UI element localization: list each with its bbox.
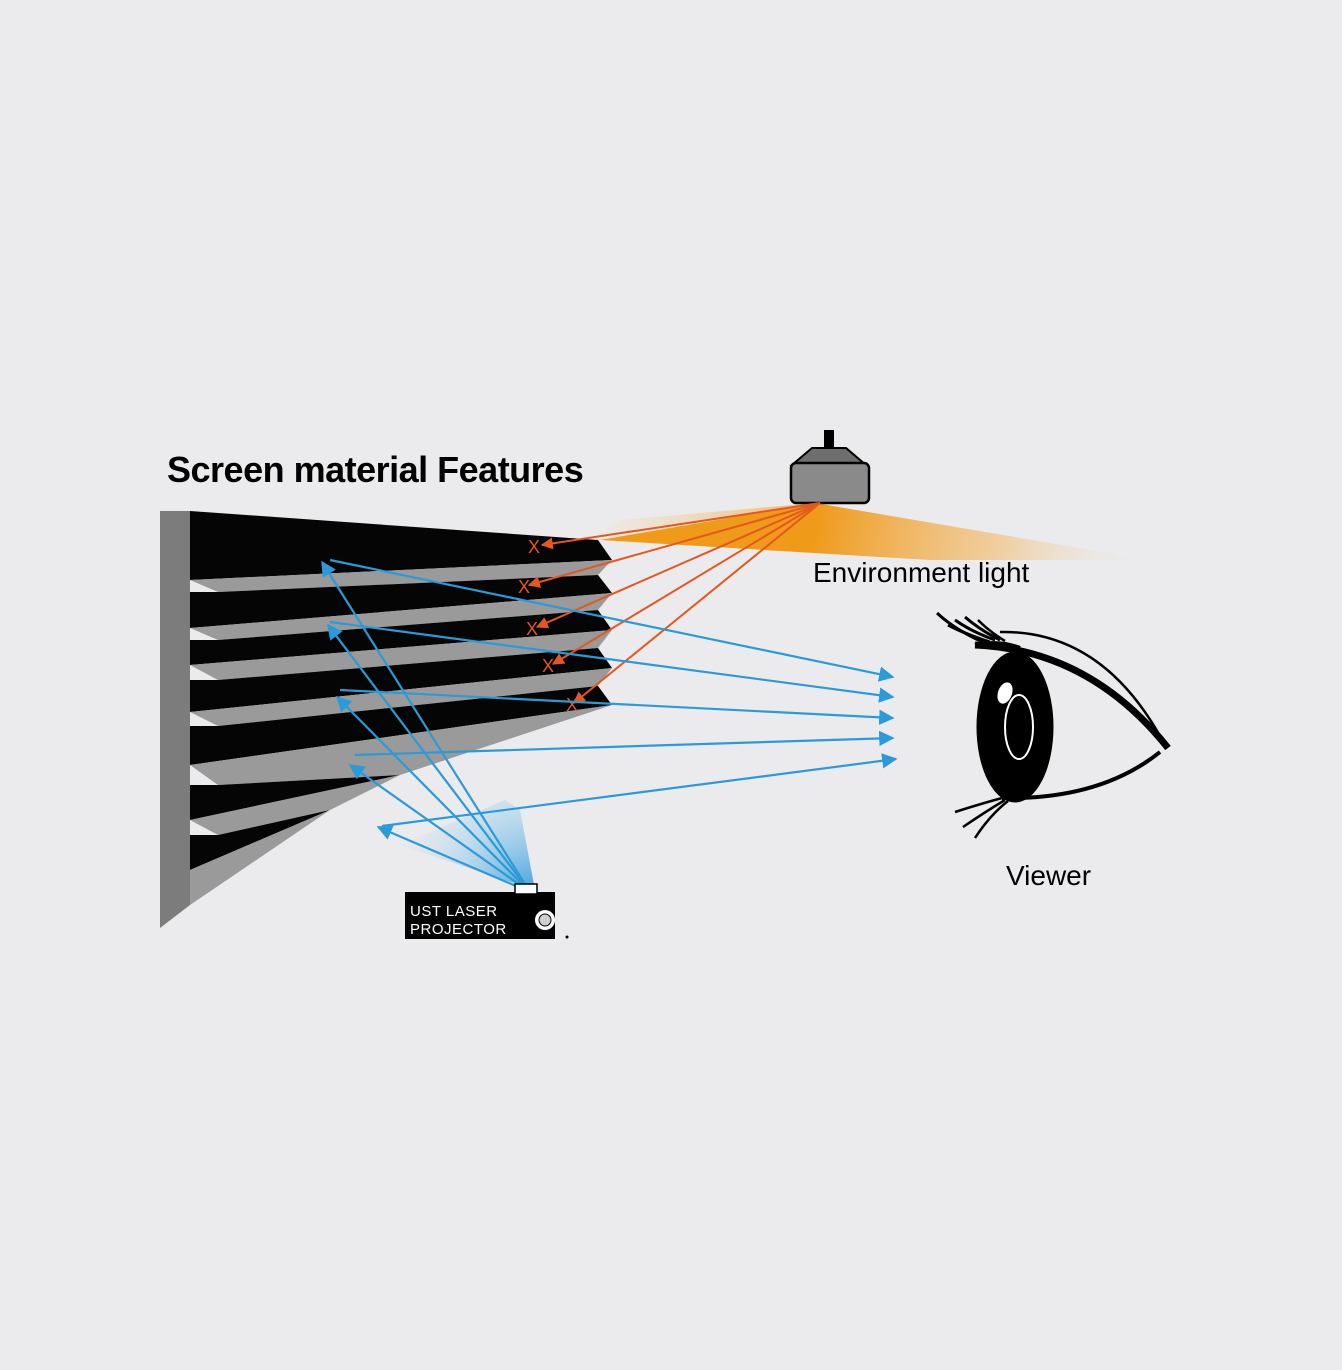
reflected-rays — [329, 558, 898, 828]
screen-ridge-2-underside — [190, 593, 612, 640]
reflected-ray-3 — [339, 688, 895, 725]
diagram-title: Screen material Features — [167, 449, 583, 490]
eye-icon — [935, 611, 1171, 839]
projector-label-line2: PROJECTOR — [410, 921, 507, 938]
projector-label-line1: UST LASER — [410, 903, 498, 920]
projector-ray-4 — [348, 764, 531, 893]
ambient-ray-2 — [527, 502, 821, 588]
projector-ray-2 — [327, 623, 531, 893]
screen-ridge-2 — [190, 575, 612, 628]
ambient-ray-1 — [540, 502, 821, 550]
screen-ridge-6-underside — [190, 775, 400, 835]
absorbed-mark-4: X — [542, 656, 554, 676]
screen-ridge-5-underside — [190, 705, 612, 785]
ambient-ray-5 — [573, 502, 821, 704]
projector-rays — [321, 560, 531, 894]
ambient-ray-3 — [535, 502, 821, 629]
absorbed-mark-2: X — [518, 577, 530, 597]
screen-ridge-1-underside — [190, 560, 612, 592]
screen-ridge-1 — [190, 511, 612, 580]
ceiling-light-icon — [789, 430, 871, 505]
projector-ray-3 — [335, 695, 531, 893]
environment-light-glow — [575, 503, 1150, 560]
ambient-light-rays — [527, 502, 821, 704]
screen-ridge-5 — [190, 686, 612, 765]
absorbed-mark-3: X — [526, 619, 538, 639]
ambient-ray-4 — [551, 502, 821, 665]
reflected-ray-4 — [354, 730, 895, 757]
reflected-ray-2 — [329, 620, 895, 703]
screen-ridge-3-underside — [190, 630, 612, 680]
screen-side-face — [160, 511, 190, 928]
screen-ridge-7-underside — [190, 810, 330, 905]
screen-ridge-4-underside — [190, 668, 612, 726]
screen-material — [160, 511, 612, 928]
reflected-ray-1 — [329, 558, 895, 682]
ust-projector-icon: UST LASER PROJECTOR — [405, 883, 569, 939]
screen-ridge-3 — [190, 610, 612, 665]
viewer-label: Viewer — [1006, 860, 1091, 891]
screen-ridge-4 — [190, 648, 612, 712]
projector-ray-1 — [321, 560, 531, 893]
absorbed-marks: X X X X X — [518, 537, 578, 715]
projector-beam-glow — [400, 800, 535, 890]
reflected-ray-5 — [381, 753, 898, 828]
absorbed-mark-5: X — [566, 695, 578, 715]
absorbed-mark-1: X — [528, 537, 540, 557]
projector-ray-5 — [376, 825, 531, 894]
environment-light-label: Environment light — [813, 557, 1030, 588]
